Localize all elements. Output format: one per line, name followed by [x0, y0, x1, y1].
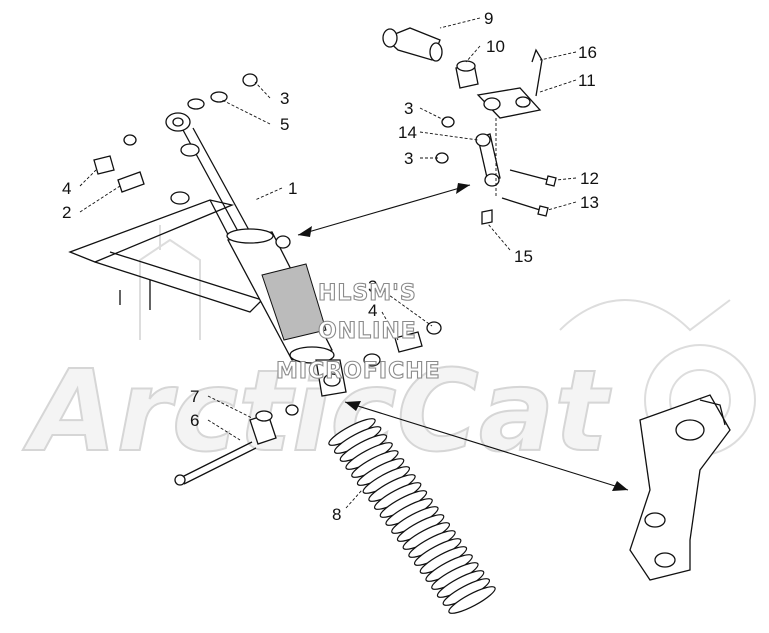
- linkage-assembly: [382, 27, 557, 225]
- callout-4-center: 4: [368, 301, 377, 320]
- callout-2: 2: [62, 203, 71, 222]
- watermark-line-3: MICROFICHE: [276, 359, 441, 384]
- callout-14: 14: [398, 123, 417, 142]
- leader-lines: [79, 17, 577, 509]
- callout-8: 8: [332, 505, 341, 524]
- watermark-line-1: HLSM'S: [318, 281, 417, 306]
- callout-15: 15: [514, 247, 533, 266]
- watermark-line-2: ONLINE: [318, 319, 417, 344]
- callout-9: 9: [484, 9, 493, 28]
- callout-1: 1: [288, 179, 297, 198]
- callout-3-mid-right: 3: [404, 149, 413, 168]
- callout-3-upper-left: 3: [280, 89, 289, 108]
- callout-4-left: 4: [62, 179, 71, 198]
- callout-3-upper-right: 3: [404, 99, 413, 118]
- a-arm-frame: [68, 191, 264, 313]
- callout-3-center: 3: [368, 277, 377, 296]
- callout-10: 10: [486, 37, 505, 56]
- callout-6: 6: [190, 411, 199, 430]
- pointer-arrows: [297, 183, 629, 491]
- callout-11: 11: [578, 71, 596, 90]
- small-hardware: [93, 73, 442, 486]
- callout-labels: 9 10 16 11 3 5 3 14 3 12 13 15 1 4 2 3 4…: [62, 9, 599, 524]
- callout-13: 13: [580, 193, 599, 212]
- coil-spring: [328, 418, 496, 614]
- callout-7: 7: [190, 387, 199, 406]
- microfiche-watermark: HLSM'S ONLINE MICROFICHE: [275, 280, 441, 384]
- spring-coil: [448, 586, 496, 614]
- callout-12: 12: [580, 169, 599, 188]
- shock-absorber: [165, 112, 347, 397]
- callout-16: 16: [578, 43, 597, 62]
- mount-bracket: [629, 394, 731, 581]
- callout-5: 5: [280, 115, 289, 134]
